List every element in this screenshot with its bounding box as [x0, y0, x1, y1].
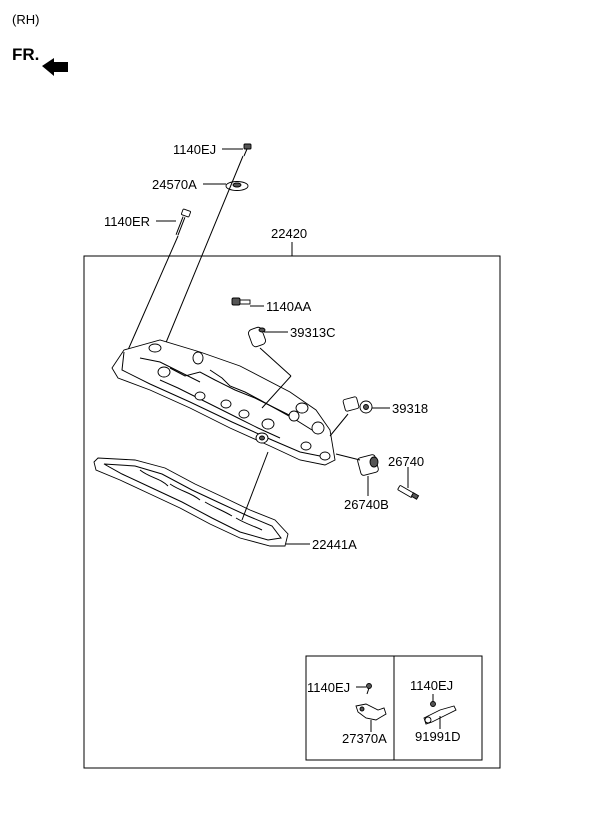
front-arrow-icon: [42, 58, 68, 76]
label-24570a: 24570A: [152, 177, 197, 192]
pcv-valve-icon: [248, 326, 266, 348]
inset-label-27370a: 27370A: [342, 731, 387, 746]
label-26740b: 26740B: [344, 497, 389, 512]
front-label: FR.: [12, 45, 39, 64]
label-26740: 26740: [388, 454, 424, 469]
inset-bolt-left-icon: [366, 683, 372, 695]
valve-cover: [111, 339, 336, 466]
label-39318: 39318: [392, 401, 428, 416]
label-22420: 22420: [271, 226, 307, 241]
long-bolt-icon: [175, 208, 191, 236]
inset-label-91991d: 91991D: [415, 729, 461, 744]
label-39313c: 39313C: [290, 325, 336, 340]
bolt-icon: [243, 143, 252, 157]
inset-label-1140ej-right: 1140EJ: [410, 678, 453, 693]
connector-icon: [397, 485, 420, 500]
inset-bracket-right-icon: [423, 705, 457, 725]
cam-sensor-icon: [342, 396, 373, 414]
gasket-icon: [93, 457, 289, 547]
inset-bolt-right-icon: [430, 701, 436, 707]
bolt-mid-icon: [231, 297, 251, 306]
label-1140er: 1140ER: [104, 214, 150, 229]
grommet-icon: [357, 454, 379, 476]
inset-label-1140ej-left: 1140EJ: [307, 680, 350, 695]
label-1140aa: 1140AA: [266, 299, 312, 314]
inset-bracket-left-icon: [355, 703, 387, 721]
side-label: (RH): [12, 12, 39, 27]
label-1140ej-top: 1140EJ: [173, 142, 216, 157]
label-22441a: 22441A: [312, 537, 357, 552]
